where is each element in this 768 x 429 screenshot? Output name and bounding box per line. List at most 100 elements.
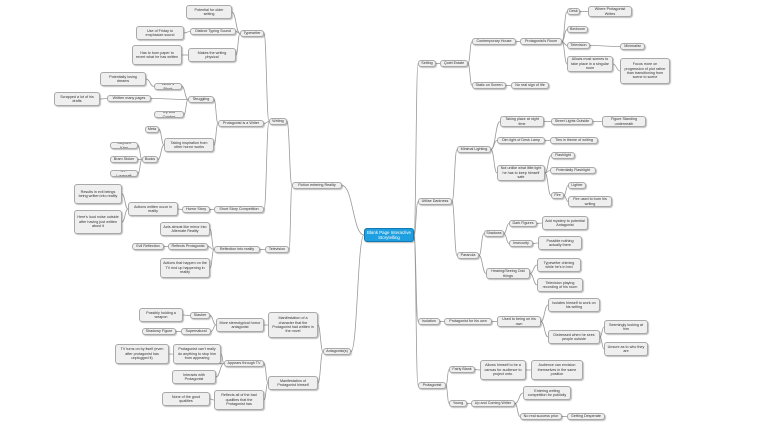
node-street-lights[interactable]: Street Lights Outside — [551, 118, 593, 125]
node-taking-place-night[interactable]: Taking place at night time — [500, 116, 544, 127]
node-potentially-flashlight[interactable]: Potentially Flashlight — [550, 167, 596, 174]
node-used-to-being[interactable]: Used to being on his own — [497, 316, 541, 327]
node-allows-events[interactable]: Allows most scenes to take place in a si… — [567, 56, 613, 72]
node-books[interactable]: Books — [142, 156, 158, 163]
node-add-mystery[interactable]: Add mystery to potential Antagonist — [542, 216, 588, 230]
node-short-story[interactable]: Short Story Competition — [214, 206, 264, 213]
node-paranoia[interactable]: Paranoia — [457, 252, 479, 259]
node-figure-standing[interactable]: Figure Standing underneath — [602, 116, 646, 127]
node-appears-tv[interactable]: Appears through TV — [224, 360, 264, 367]
node-getting-desperate[interactable]: Getting Desperate — [567, 413, 605, 420]
node-bram-stoker[interactable]: Bram Stoker — [110, 156, 138, 163]
node-protagonist-writer[interactable]: Protagonist is a Writer — [218, 120, 264, 127]
node-setting[interactable]: Setting — [418, 60, 436, 67]
node-up-coming-writer[interactable]: Up and Coming Writer — [471, 400, 515, 407]
node-fairly-blank[interactable]: Fairly Blank — [449, 366, 475, 373]
node-distinct-typing[interactable]: Distinct Typing Sound — [190, 28, 236, 35]
node-makes-physical[interactable]: Makes the writing physical — [188, 48, 236, 62]
node-actions-written[interactable]: Actions written occur in reality — [128, 202, 178, 216]
node-stephen-king[interactable]: Stephen King — [110, 142, 138, 149]
node-horror-story[interactable]: Horror Story — [182, 206, 210, 213]
node-reflects-protagonist[interactable]: Reflects Protagonist — [168, 243, 208, 250]
node-results-beings[interactable]: Results in evil beings being written int… — [74, 184, 122, 204]
node-supernatural[interactable]: Supernatural — [181, 328, 211, 335]
central-topic[interactable]: Blank Page Interactive Storytelling — [364, 228, 414, 242]
node-potential-older[interactable]: Potential for older setting — [186, 5, 232, 19]
node-protagonist[interactable]: Protagonist — [418, 382, 446, 389]
node-distressed[interactable]: Distressed when he sees people outside — [548, 330, 600, 344]
node-potentially-losing[interactable]: Potentially losing dreams — [100, 72, 146, 86]
node-television-room[interactable]: Television — [567, 42, 590, 49]
node-actions-tv[interactable]: Actions that happen on the TV end up hap… — [160, 258, 210, 278]
node-slasher[interactable]: Slasher — [190, 312, 210, 319]
node-where-writes[interactable]: Where Protagonist Writes — [588, 6, 632, 17]
node-written-many[interactable]: Written many pages — [107, 95, 151, 102]
node-young[interactable]: Young — [449, 400, 467, 407]
node-protagonist-own[interactable]: Protagonist for his own — [444, 318, 492, 325]
node-possible-nothing[interactable]: Possible nothing actually there — [538, 236, 582, 250]
node-seemingly-looking[interactable]: Seemingly looking at him — [604, 320, 648, 334]
node-isolation[interactable]: Isolation — [418, 318, 440, 325]
node-writers-block[interactable]: Writer's Block — [154, 83, 182, 90]
node-utilise-darkness[interactable]: Utilise Darkness — [418, 198, 452, 205]
node-shadows[interactable]: Shadows — [484, 230, 504, 237]
node-use-friday[interactable]: Use of Friday to emphasize sound — [136, 26, 184, 40]
node-struggling[interactable]: Struggling — [188, 96, 214, 103]
node-none-good[interactable]: None of the good qualities — [162, 392, 210, 406]
node-reflection-reality[interactable]: Reflection into reality — [214, 246, 260, 253]
node-lighter[interactable]: Lighter — [568, 182, 586, 189]
node-flashlight[interactable]: Flashlight — [551, 152, 575, 159]
node-allows-canvas[interactable]: Allows himself to be a canvas for audien… — [480, 360, 526, 380]
node-hearing-seeing[interactable]: Hearing/Seeing Odd things — [486, 268, 530, 279]
node-up-and-coming[interactable]: Up and Coming — [154, 111, 184, 118]
node-typewriter[interactable]: Typewriter — [240, 30, 264, 37]
node-manifestation-character[interactable]: Manifestation of a character that the Pr… — [268, 312, 318, 338]
node-possibly-holding[interactable]: Possibly holding a weapon — [139, 308, 183, 322]
node-tv-playing[interactable]: Television playing recording of his room — [537, 278, 583, 292]
node-contemporary-house[interactable]: Contemporary House — [472, 38, 516, 45]
node-minimal-lighting[interactable]: Minimal Lighting — [457, 146, 491, 153]
node-has-to-burn[interactable]: Has to burn paper to revert what he has … — [132, 45, 182, 65]
node-desk[interactable]: Desk — [567, 8, 580, 15]
node-protagonist-cant[interactable]: Protagonist can't really do anything to … — [173, 344, 221, 364]
connector-node-protagonist-node-young — [445, 385, 450, 404]
node-evil-reflection[interactable]: Evil Reflection — [132, 243, 164, 250]
node-isolates-himself[interactable]: Isolates himself to work on his writing — [548, 298, 600, 312]
node-minimalist[interactable]: Minimalist — [620, 43, 645, 50]
node-reflects-bad[interactable]: Reflects all of the bad qualities that t… — [214, 390, 264, 410]
node-no-sign[interactable]: No real sign of life — [511, 82, 549, 89]
node-more-stereotypical[interactable]: More stereotypical horror antagonist — [216, 318, 264, 332]
connector-node-books-node-stephen-king — [137, 145, 143, 160]
node-tv-turns-on[interactable]: TV turns on by itself (even after protag… — [115, 344, 169, 364]
node-shadowy-figure[interactable]: Shadowy Figure — [142, 328, 176, 335]
node-audience-envision[interactable]: Audience can envision themselves in the … — [531, 360, 583, 380]
node-protagonist-room[interactable]: Protagonist's Room — [520, 38, 562, 45]
node-static-screen[interactable]: Static on Screen — [472, 82, 506, 89]
node-writing[interactable]: Writing — [269, 118, 287, 125]
node-scrapped-lot[interactable]: Scrapped a lot of his drafts — [54, 92, 100, 106]
node-meta[interactable]: Meta — [145, 126, 159, 133]
node-insecurity[interactable]: Insecurity — [509, 240, 533, 247]
node-bedroom[interactable]: Bedroom — [567, 26, 588, 33]
node-dim-light[interactable]: Dim light of Desk Lamp — [497, 137, 545, 144]
node-not-unlike[interactable]: Not unlike what little light he has to k… — [497, 165, 545, 181]
node-entering-competition[interactable]: Entering writing competition for publici… — [523, 386, 571, 400]
node-antagonist[interactable]: Antagonist(s) — [323, 348, 351, 355]
node-unsure-who[interactable]: Unsure as to who they are — [604, 342, 648, 356]
node-hp-lovecraft[interactable]: H.P. Lovecraft — [110, 170, 138, 177]
node-fire-used[interactable]: Fire used to burn his writing — [568, 196, 612, 207]
node-dark-figures[interactable]: Dark Figures — [509, 220, 537, 227]
node-typewriter-chiming[interactable]: Typewriter chiming while he's in bed — [537, 258, 581, 272]
node-fiction-reality[interactable]: Fiction entering Reality — [292, 182, 342, 189]
node-ties-theme[interactable]: Ties in theme of writing — [550, 137, 598, 144]
node-fire[interactable]: Fire — [551, 192, 564, 199]
node-manifestation-himself[interactable]: Manifestation of Protagonist himself — [268, 376, 318, 390]
node-focus-more[interactable]: Focus more on progression of plot rather… — [620, 58, 670, 84]
node-no-success[interactable]: No real success prior — [520, 413, 562, 420]
node-interacts[interactable]: Interacts with Protagonist — [172, 370, 216, 384]
node-taking-inspiration[interactable]: Taking inspiration from other horror wor… — [164, 138, 214, 152]
node-heres-loud[interactable]: Here's loud noise outside after having j… — [74, 210, 122, 234]
node-quiet-estate[interactable]: Quiet Estate — [440, 60, 468, 67]
node-television-main[interactable]: Television — [265, 246, 289, 253]
node-acts-mirror[interactable]: Acts almost like mirror into Alternate R… — [160, 222, 210, 236]
